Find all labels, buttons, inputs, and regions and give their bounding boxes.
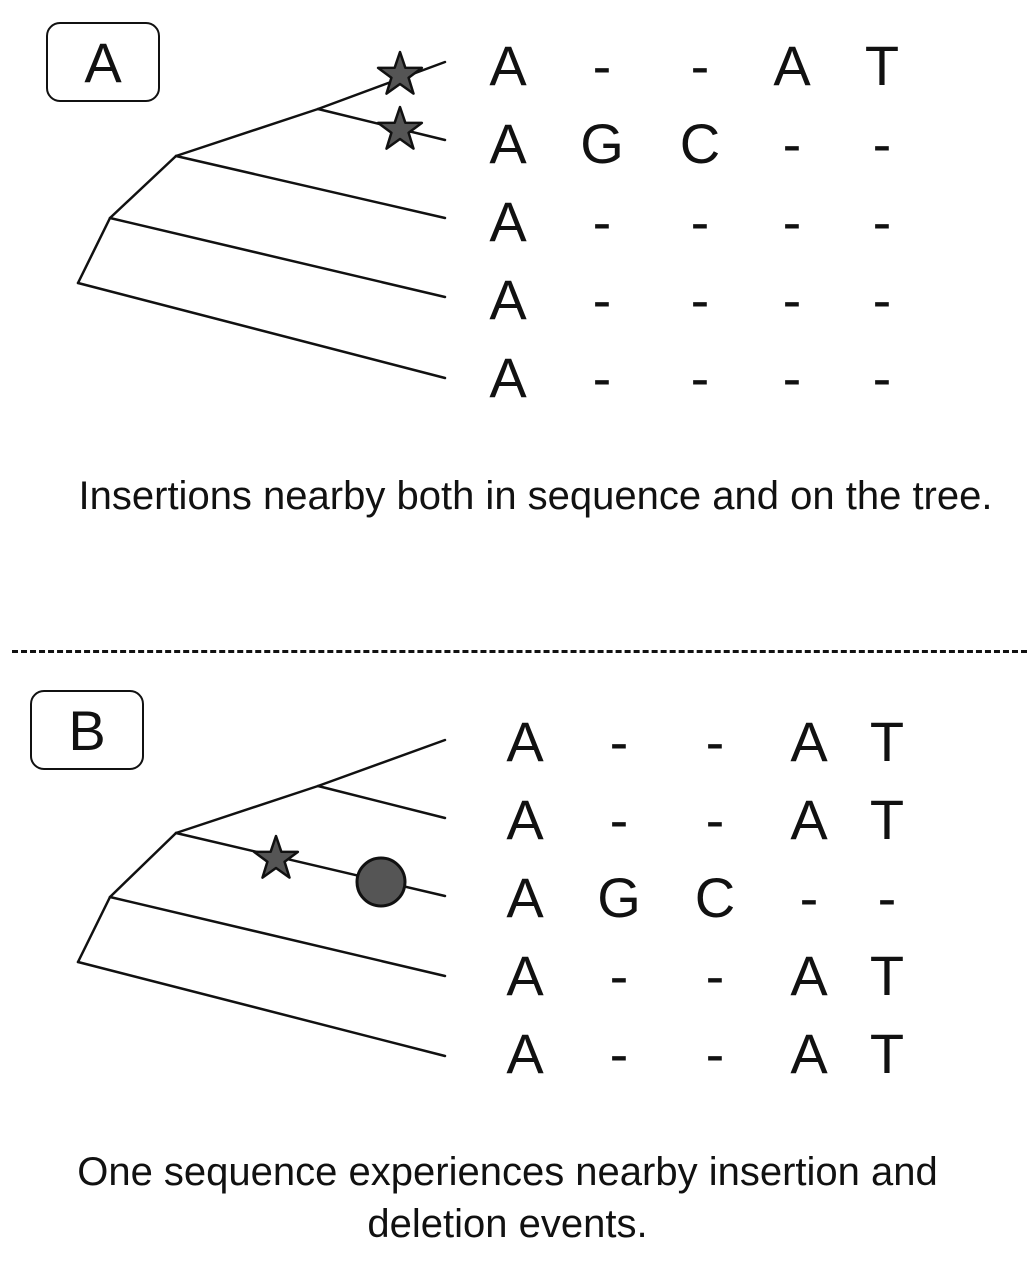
tree-b	[76, 738, 447, 1058]
tree-a-leaf-4-branch	[108, 216, 447, 299]
alignment-cell: A	[489, 34, 527, 97]
panel-a-label: A	[46, 22, 160, 102]
alignment-cell: A	[790, 710, 828, 773]
panel-b-label: B	[30, 690, 144, 770]
alignment-cell: -	[609, 944, 629, 1007]
alignment-cell: -	[872, 346, 892, 409]
tree-b-internal-branch-2	[174, 784, 320, 835]
alignment-cell: -	[690, 268, 710, 331]
alignment-cell: A	[790, 944, 828, 1007]
alignment-cell: -	[609, 788, 629, 851]
panel-b-caption-line-1: One sequence experiences nearby insertio…	[77, 1150, 938, 1194]
alignment-cell: T	[869, 944, 905, 1007]
tree-a-leaf-5-branch	[76, 281, 447, 380]
tree-a-leaf-3-branch	[174, 154, 447, 220]
alignment-cell: -	[782, 346, 802, 409]
insertion-star-icon	[376, 105, 424, 150]
alignment-cell: -	[609, 710, 629, 773]
tree-b-leaf-1-branch	[316, 738, 447, 788]
alignment-cell: A	[790, 788, 828, 851]
alignment-cell: G	[597, 866, 641, 929]
alignment-cell: -	[592, 34, 612, 97]
panel-b-caption-line-2: deletion events.	[367, 1202, 648, 1246]
alignment-cell: A	[773, 34, 811, 97]
alignment-cell: A	[790, 1022, 828, 1085]
tree-a-internal-branch-2	[174, 107, 320, 158]
alignment-cell: A	[489, 112, 527, 175]
alignment-cell: T	[864, 34, 900, 97]
panel-a-caption: Insertions nearby both in sequence and o…	[78, 474, 993, 518]
deletion-event-icon	[355, 856, 407, 908]
tree-b-leaf-5-branch	[76, 960, 447, 1058]
alignment-cell: G	[580, 112, 624, 175]
insertion-star-icon	[376, 50, 424, 95]
alignment-cell: C	[694, 866, 736, 929]
tree-a-internal-branch-1	[108, 154, 178, 220]
alignment-cell: -	[592, 268, 612, 331]
panel-separator	[12, 650, 1027, 653]
alignment-cell: -	[872, 190, 892, 253]
alignment-cell: A	[506, 944, 544, 1007]
alignment-cell: A	[506, 788, 544, 851]
alignment-cell: -	[690, 34, 710, 97]
alignment-cell: T	[869, 1022, 905, 1085]
alignment-cell: -	[592, 190, 612, 253]
tree-b-root-branch	[76, 895, 112, 964]
alignment-cell: -	[705, 944, 725, 1007]
alignment-cell: -	[872, 112, 892, 175]
panel-b-label-text: B	[68, 698, 106, 762]
tree-b-leaf-2-branch	[316, 784, 447, 820]
tree-a-leaf-1-branch	[316, 60, 447, 111]
alignment-cell: A	[489, 346, 527, 409]
alignment-cell: A	[489, 190, 527, 253]
alignment-cell: -	[705, 710, 725, 773]
alignment-cell: -	[799, 866, 819, 929]
alignment-cell: -	[782, 190, 802, 253]
tree-a-root-branch	[76, 216, 112, 285]
alignment-cell: -	[690, 190, 710, 253]
alignment-cell: -	[877, 866, 897, 929]
tree-a	[76, 60, 447, 380]
alignment-cell: A	[489, 268, 527, 331]
alignment-cell: -	[705, 1022, 725, 1085]
alignment-cell: -	[872, 268, 892, 331]
alignment-cell: T	[869, 710, 905, 773]
alignment-cell: T	[869, 788, 905, 851]
alignment-cell: A	[506, 866, 544, 929]
alignment-cell: -	[592, 346, 612, 409]
alignment-cell: A	[506, 1022, 544, 1085]
alignment-cell: -	[782, 112, 802, 175]
tree-b-leaf-4-branch	[108, 895, 447, 978]
alignment-cell: -	[705, 788, 725, 851]
tree-b-internal-branch-1	[108, 831, 178, 899]
alignment-cell: A	[506, 710, 544, 773]
alignment-cell: -	[690, 346, 710, 409]
alignment-cell: -	[609, 1022, 629, 1085]
panel-a-label-text: A	[84, 30, 122, 94]
alignment-cell: -	[782, 268, 802, 331]
insertion-star-icon	[252, 834, 300, 879]
alignment-cell: C	[679, 112, 721, 175]
